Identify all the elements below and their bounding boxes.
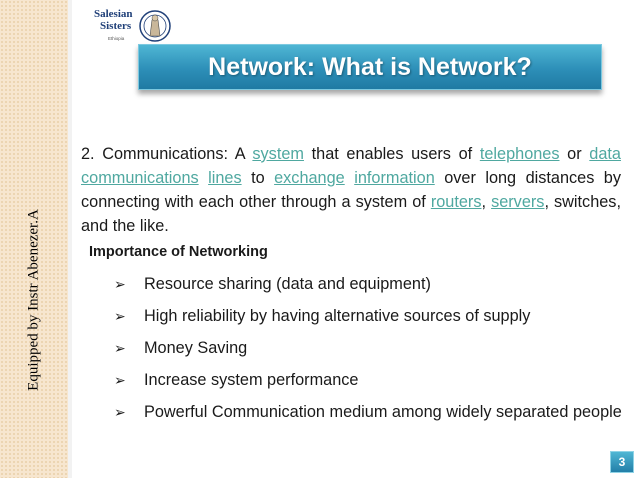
paragraph-text [199,169,208,187]
paragraph-text: that enables users of [303,145,480,163]
link-routers[interactable]: routers [430,193,482,211]
paragraph-text: , [481,193,492,211]
list-item: ➢ Money Saving [114,338,624,358]
importance-list: ➢ Resource sharing (data and equipment) ➢… [114,274,624,440]
slide-title: Network: What is Network? [208,52,532,81]
logo-subtext: Ethiopia [108,36,125,41]
paragraph-text [345,169,354,187]
salesian-sisters-logo: Salesian Sisters Ethiopia [94,6,174,50]
link-telephones[interactable]: telephones [479,145,560,163]
link-servers[interactable]: servers [491,193,545,211]
list-item: ➢ Resource sharing (data and equipment) [114,274,624,294]
band-divider [68,0,72,478]
link-lines[interactable]: lines [208,169,242,187]
list-item-text: High reliability by having alternative s… [144,307,531,325]
logo-line-1: Salesian [94,8,133,20]
section-subheading: Importance of Networking [89,244,268,260]
list-item-text: Increase system performance [144,371,359,389]
list-item-text: Powerful Communication medium among wide… [144,403,622,421]
author-credit: Equipped by Instr Abenezer.A [25,209,42,391]
paragraph-text: or [559,145,590,163]
list-item: ➢ High reliability by having alternative … [114,306,624,326]
link-system[interactable]: system [252,145,304,163]
logo-line-2: Sisters [100,20,132,32]
arrow-bullet-icon: ➢ [114,404,126,420]
arrow-bullet-icon: ➢ [114,340,126,356]
link-information[interactable]: information [354,169,435,187]
paragraph-text: 2. Communications: A [81,145,253,163]
paragraph-text: , switches, and the like. [81,193,621,235]
list-item: ➢ Powerful Communication medium among wid… [114,396,624,428]
link-exchange[interactable]: exchange [274,169,345,187]
communications-paragraph: 2. Communications: A system that enables… [81,142,621,238]
title-bar: Network: What is Network? [138,44,602,90]
arrow-bullet-icon: ➢ [114,308,126,324]
link-data-communications[interactable]: data communications [81,145,621,187]
arrow-bullet-icon: ➢ [114,372,126,388]
list-item-text: Resource sharing (data and equipment) [144,275,431,293]
page-number-badge: 3 [610,451,634,473]
logo-text: Salesian Sisters [94,8,133,32]
paragraph-text: over long distances by connecting with e… [81,169,622,211]
list-item: ➢ Increase system performance [114,370,624,390]
logo-emblem-icon [139,10,171,42]
arrow-bullet-icon: ➢ [114,276,126,292]
paragraph-text: to [241,169,275,187]
left-decorative-band: Equipped by Instr Abenezer.A [0,0,68,478]
list-item-text: Money Saving [144,339,248,357]
